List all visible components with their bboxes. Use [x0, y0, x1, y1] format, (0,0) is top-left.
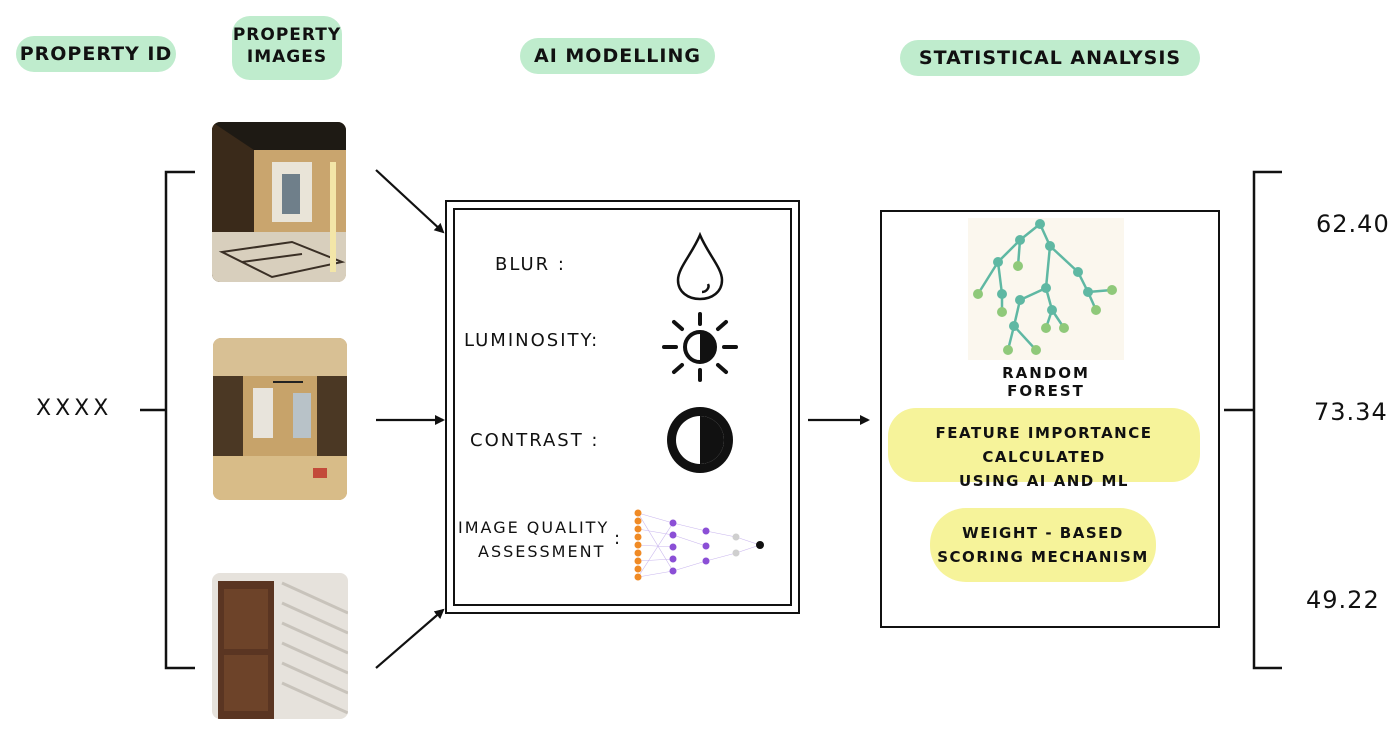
header-property-images: PROPERTY IMAGES [232, 16, 342, 80]
property-image-living-room [213, 338, 347, 500]
ai-modelling-box [445, 200, 800, 614]
right-bracket [1224, 170, 1282, 670]
header-property-images-label: PROPERTY IMAGES [232, 25, 342, 67]
weight-scoring-highlight: WEIGHT - BASED SCORING MECHANISM [930, 508, 1156, 582]
iqa-line1: IMAGE QUALITY [458, 518, 610, 537]
header-statistical-analysis: STATISTICAL ANALYSIS [900, 40, 1200, 76]
weight-line2: SCORING MECHANISM [937, 548, 1149, 566]
model-label-random-forest: RANDOM FOREST [1002, 364, 1090, 400]
feature-importance-highlight: FEATURE IMPORTANCE CALCULATED USING AI A… [888, 408, 1200, 490]
metric-label-luminosity: LUMINOSITY: [464, 330, 600, 351]
header-property-id: PROPERTY ID [16, 36, 176, 72]
iqa-colon: : [614, 528, 623, 549]
neural-network-icon [634, 509, 764, 581]
feature-line2: USING AI AND ML [959, 472, 1129, 490]
header-statistical-analysis-label: STATISTICAL ANALYSIS [918, 47, 1182, 69]
metric-label-blur: BLUR : [495, 254, 566, 275]
ai-modelling-inner-border [453, 208, 792, 606]
iqa-line2: ASSESSMENT [478, 542, 606, 561]
water-drop-icon [676, 232, 724, 301]
property-image-door [212, 573, 348, 719]
header-ai-modelling-label: AI MODELLING [534, 45, 701, 67]
score-image1: 62.40 [1316, 210, 1390, 238]
header-ai-modelling: AI MODELLING [520, 38, 715, 74]
sun-brightness-icon [662, 312, 738, 382]
property-image-hallway [212, 122, 346, 282]
metric-label-contrast: CONTRAST : [470, 430, 600, 451]
decision-tree-icon [968, 218, 1124, 360]
arrow-image3 [375, 608, 445, 669]
left-bracket [140, 170, 195, 670]
property-id-value: XXXX [36, 396, 113, 421]
feature-line1: FEATURE IMPORTANCE CALCULATED [935, 424, 1153, 466]
weight-line1: WEIGHT - BASED [962, 524, 1124, 542]
contrast-icon [667, 407, 733, 473]
score-image2: 73.34 [1314, 398, 1388, 426]
arrow-image1 [375, 169, 445, 234]
header-property-id-label: PROPERTY ID [19, 43, 173, 65]
metric-label-iqa: IMAGE QUALITY ASSESSMENT [458, 516, 609, 564]
score-image3: 49.22 [1306, 586, 1380, 614]
